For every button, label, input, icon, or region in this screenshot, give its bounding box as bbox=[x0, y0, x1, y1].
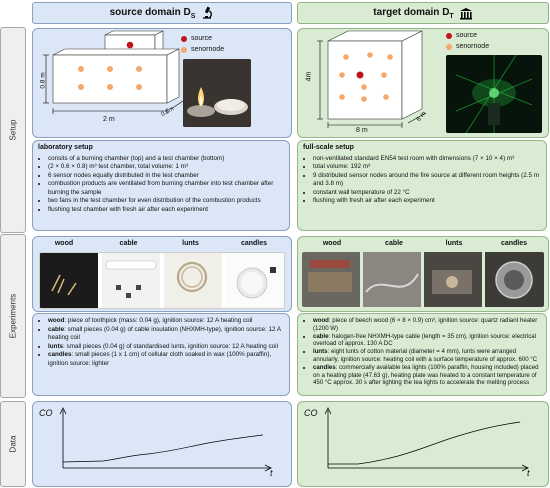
list-item: lunts: eight lunts of cotton material (d… bbox=[313, 348, 541, 364]
list-item: two fans in the test chamber for even di… bbox=[48, 197, 284, 206]
source-y-axis-label: CO bbox=[39, 408, 53, 418]
laboratory-setup-panel: laboratory setup consits of a burning ch… bbox=[32, 140, 290, 231]
target-label-lunts: lunts bbox=[445, 240, 463, 247]
legend-source: source bbox=[181, 35, 212, 42]
source-dot bbox=[126, 41, 134, 49]
source-setup-diagram-panel: 0.8 m 2 m 0.6m source senornode bbox=[32, 28, 292, 138]
room-dim-height-label: 4m bbox=[305, 71, 313, 82]
list-item: candles: commercially available tea ligh… bbox=[313, 364, 541, 387]
list-item: constant wall temperature of 22 °C bbox=[313, 189, 541, 198]
full-scale-setup-list: non-ventilated standard EN54 test room w… bbox=[303, 155, 541, 206]
dim-height-label: 0.8 m bbox=[39, 72, 47, 89]
list-item: non-ventilated standard EN54 test room w… bbox=[313, 155, 541, 164]
source-data-panel: CO t bbox=[32, 401, 292, 487]
source-samples-panel: wood cable lunts candles bbox=[32, 236, 292, 312]
target-domain-title: target domain DT bbox=[373, 6, 454, 20]
sample-label-candles: candles bbox=[240, 240, 268, 247]
target-domain-header: target domain DT bbox=[297, 2, 549, 24]
target-samples-panel: wood cable lunts candles bbox=[297, 236, 549, 312]
list-item: cable: halogen-free NHXMH-type cable (le… bbox=[313, 333, 541, 349]
building-icon bbox=[459, 7, 472, 19]
list-item: flushing with fresh air after each exper… bbox=[313, 197, 541, 206]
dim-width-label: 2 m bbox=[103, 116, 115, 123]
side-label-experiments: Experiments bbox=[0, 234, 26, 398]
full-scale-setup-title: full-scale setup bbox=[303, 144, 354, 151]
candle-flame-photo bbox=[183, 59, 251, 127]
source-experiments-text-panel: wood: piece of toothpick (mass: 0.04 g),… bbox=[32, 313, 290, 396]
target-setup-diagram-panel: 4m 8 m 6 m source senornode bbox=[297, 28, 549, 138]
room-legend-sensor: senornode bbox=[446, 43, 489, 50]
list-item: cable: small pieces (0.04 g) of cable in… bbox=[48, 326, 284, 343]
list-item: combustion products are ventilated from … bbox=[48, 180, 284, 197]
laboratory-setup-list: consits of a burning chamber (top) and a… bbox=[38, 155, 284, 215]
target-label-candles: candles bbox=[500, 240, 528, 247]
sample-label-wood: wood bbox=[54, 240, 74, 247]
laser-room-photo bbox=[446, 55, 542, 133]
side-label-setup: Setup bbox=[0, 27, 26, 233]
target-experiments-text-panel: wood: piece of beech wood (6 × 8 × 0.9) … bbox=[297, 313, 547, 396]
target-data-panel: CO t bbox=[297, 401, 549, 487]
target-samples-photo bbox=[302, 252, 544, 307]
room-dim-width-label: 8 m bbox=[356, 127, 368, 134]
laboratory-setup-title: laboratory setup bbox=[38, 144, 93, 151]
room-sensor-legend-dot bbox=[446, 43, 452, 50]
target-co-plot bbox=[324, 407, 529, 472]
list-item: (2 × 0.6 × 0.8) m³ test chamber, total v… bbox=[48, 163, 284, 172]
target-y-axis-label: CO bbox=[304, 408, 318, 418]
microscope-icon bbox=[203, 6, 213, 19]
list-item: candles: small pieces (1 x 1 cm) of cell… bbox=[48, 351, 284, 368]
source-domain-title: source domain DS bbox=[109, 6, 196, 20]
list-item: consits of a burning chamber (top) and a… bbox=[48, 155, 284, 164]
full-scale-setup-panel: full-scale setup non-ventilated standard… bbox=[297, 140, 547, 231]
target-x-axis-label: t bbox=[527, 468, 530, 478]
sample-label-lunts: lunts bbox=[182, 240, 199, 247]
list-item: wood: piece of beech wood (6 × 8 × 0.9) … bbox=[313, 317, 541, 333]
target-experiments-list: wood: piece of beech wood (6 × 8 × 0.9) … bbox=[303, 317, 541, 387]
source-legend-dot bbox=[181, 35, 187, 42]
list-item: lunts: small pieces (0.04 g) of standard… bbox=[48, 343, 284, 352]
source-experiments-list: wood: piece of toothpick (mass: 0.04 g),… bbox=[38, 317, 284, 368]
list-item: 9 distributed sensor nodes around the fi… bbox=[313, 172, 541, 189]
legend-sensor: senornode bbox=[181, 46, 224, 53]
target-label-cable: cable bbox=[385, 240, 403, 247]
source-samples-photo bbox=[39, 252, 285, 309]
test-room-diagram bbox=[317, 30, 427, 128]
list-item: flushing test chamber with fresh air aft… bbox=[48, 206, 284, 215]
sample-label-cable: cable bbox=[119, 240, 138, 247]
sensor-legend-dot bbox=[181, 46, 187, 53]
list-item: 6 sensor nodes equally distributed in th… bbox=[48, 172, 284, 181]
room-legend-source: source bbox=[446, 32, 477, 39]
room-source-legend-dot bbox=[446, 32, 452, 39]
list-item: wood: piece of toothpick (mass: 0.04 g),… bbox=[48, 317, 284, 326]
source-domain-header: source domain DS bbox=[32, 2, 292, 24]
target-label-wood: wood bbox=[322, 240, 342, 247]
lab-chamber-diagram bbox=[43, 30, 184, 114]
side-label-data: Data bbox=[0, 401, 26, 487]
room-source-dot bbox=[356, 71, 364, 79]
source-x-axis-label: t bbox=[270, 468, 273, 478]
source-co-plot bbox=[59, 407, 272, 472]
list-item: total volume: 192 m³ bbox=[313, 163, 541, 172]
